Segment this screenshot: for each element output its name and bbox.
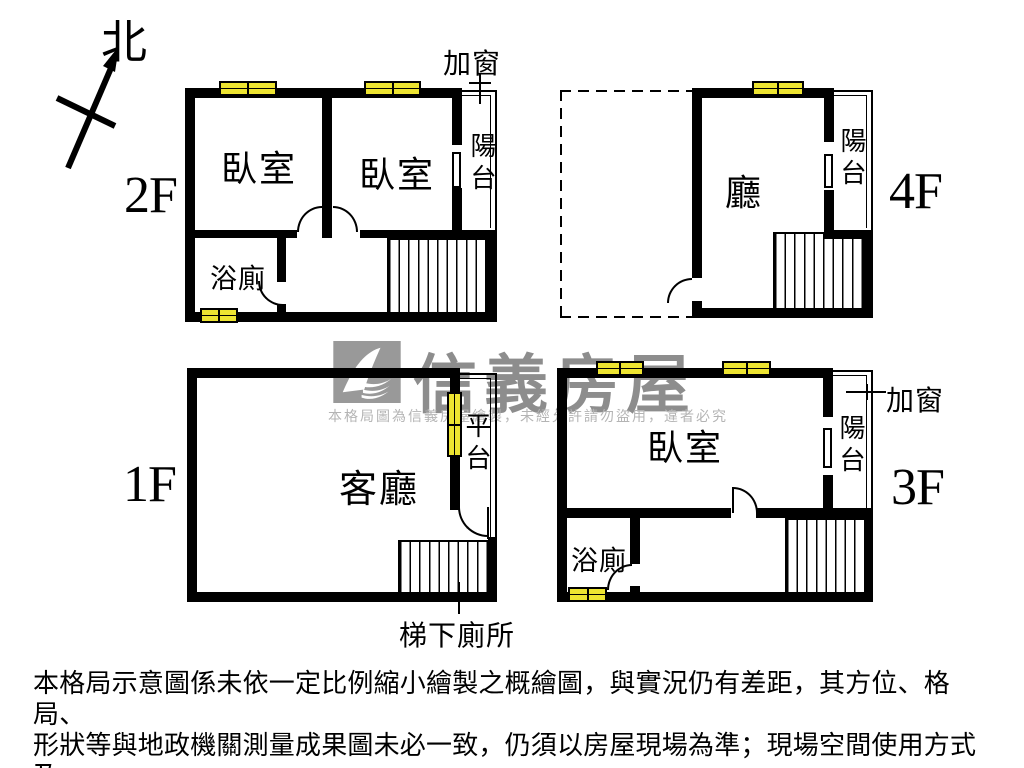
window-marker xyxy=(596,361,644,376)
window-marker xyxy=(219,81,277,96)
annotation-pointer-line xyxy=(458,582,460,614)
wall-segment xyxy=(756,508,873,518)
wall-segment xyxy=(567,508,731,518)
balcony-outline xyxy=(834,95,867,228)
room-label-balcony: 陽台 xyxy=(837,127,866,191)
window-marker xyxy=(568,587,607,602)
window-marker xyxy=(200,308,238,323)
dashed-boundary xyxy=(560,90,692,92)
wall-segment xyxy=(185,88,195,322)
balcony-outline xyxy=(834,90,873,230)
wall-segment xyxy=(187,368,460,378)
room-label-platform: 平台 xyxy=(462,412,491,476)
door-leaf xyxy=(487,507,489,539)
room-label-balcony: 陽台 xyxy=(836,414,865,478)
sliding-window xyxy=(824,154,833,188)
wall-segment xyxy=(824,190,834,238)
window-marker xyxy=(364,81,421,96)
wall-segment xyxy=(557,368,833,378)
window-marker xyxy=(722,361,771,376)
room-label-bathroom: 浴廁 xyxy=(571,546,627,576)
room-label-bedroom: 臥室 xyxy=(647,428,724,468)
wall-segment xyxy=(187,368,197,602)
balcony-outline xyxy=(462,95,491,228)
wall-segment xyxy=(195,230,297,238)
door-arc xyxy=(297,206,322,232)
room-label-balcony: 陽台 xyxy=(467,132,496,196)
annotation-pointer-line xyxy=(479,74,481,104)
floor-label-3f: 3F xyxy=(891,459,945,516)
floor-label-4f: 4F xyxy=(889,163,943,220)
added-window-label: 加窗 xyxy=(886,386,945,417)
north-arrow-icon xyxy=(55,46,119,170)
room-label-living-room: 客廳 xyxy=(339,469,420,511)
wall-segment xyxy=(277,304,286,318)
wall-segment xyxy=(185,312,497,322)
wall-segment xyxy=(488,537,497,602)
wall-segment xyxy=(864,230,873,318)
disclaimer-text: 本格局示意圖係未依一定比例縮小繪製之概繪圖，與實況仍有差距，其方位、格局、 形狀… xyxy=(33,668,998,768)
wall-segment xyxy=(824,88,834,142)
room-label-bedroom: 臥室 xyxy=(359,155,436,195)
room-label-bedroom: 臥室 xyxy=(221,149,298,189)
sliding-window xyxy=(452,152,461,188)
door-arc xyxy=(667,278,692,303)
stair-toilet-label: 梯下廁所 xyxy=(399,621,516,652)
wall-segment xyxy=(452,88,462,145)
wall-segment xyxy=(187,592,497,602)
stairs xyxy=(773,232,864,310)
window-marker xyxy=(752,81,804,96)
wall-segment xyxy=(450,455,460,510)
wall-segment xyxy=(277,238,286,282)
wall-segment xyxy=(557,368,567,602)
wall-segment xyxy=(823,475,833,518)
door-arc xyxy=(333,206,358,232)
stairs xyxy=(387,238,488,314)
added-window-label: 加窗 xyxy=(443,49,502,80)
floor-label-1f: 1F xyxy=(123,456,177,513)
wall-segment xyxy=(692,308,873,318)
wall-segment xyxy=(630,518,640,564)
wall-segment xyxy=(557,592,873,602)
annotation-pointer-line xyxy=(469,82,491,84)
room-label-bathroom: 浴廁 xyxy=(210,264,266,294)
balcony-outline xyxy=(833,370,873,510)
room-label-hall: 廳 xyxy=(725,173,764,213)
annotation-pointer-line xyxy=(866,384,868,400)
wall-segment xyxy=(630,586,640,602)
disclaimer-line: 形狀等與地政機關測量成果圖未必一致，仍須以房屋現場為準；現場空間使用方式及 xyxy=(33,731,977,768)
floor-label-2f: 2F xyxy=(124,167,178,224)
wall-segment xyxy=(864,508,873,602)
dashed-boundary xyxy=(560,316,692,318)
wall-segment xyxy=(322,96,332,238)
balcony-outline xyxy=(833,375,867,508)
stairs xyxy=(785,518,868,597)
wall-segment xyxy=(450,368,460,394)
wall-segment xyxy=(692,88,702,278)
dashed-boundary xyxy=(560,90,562,318)
platform-outline xyxy=(460,373,497,543)
disclaimer-line: 本格局示意圖係未依一定比例縮小繪製之概繪圖，與實況仍有差距，其方位、格局、 xyxy=(33,669,951,729)
window-marker xyxy=(447,392,462,457)
wall-segment xyxy=(823,368,833,417)
wall-segment xyxy=(185,88,462,98)
wall-segment xyxy=(452,188,462,238)
sliding-window xyxy=(823,428,832,468)
platform-outline xyxy=(460,378,491,541)
stairs xyxy=(398,540,490,597)
door-leaf xyxy=(732,487,734,513)
wall-segment xyxy=(488,230,497,316)
watermark-notice: 本格局圖為信義房屋繪製，未經允許請勿盜用，違者必究 xyxy=(328,408,728,424)
wall-segment xyxy=(360,230,497,238)
wall-segment xyxy=(824,230,873,239)
door-arc xyxy=(733,487,758,513)
